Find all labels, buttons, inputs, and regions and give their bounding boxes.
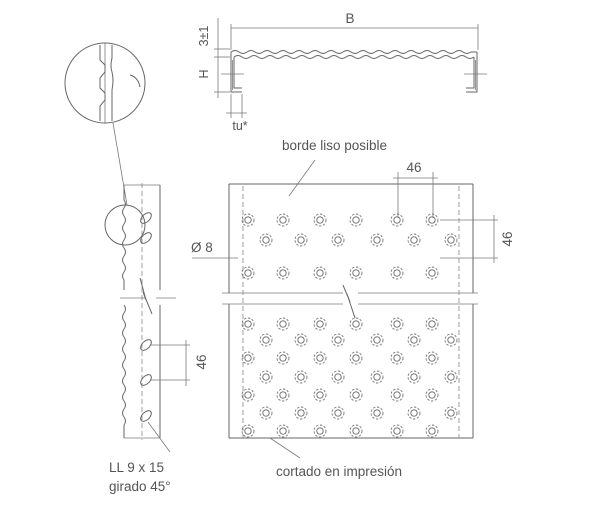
perforation-hole [259,333,273,347]
perforation-hole [349,317,363,331]
perforation-hole [444,233,458,247]
perforation-hole [259,233,273,247]
perforation-hole [444,333,458,347]
perforation-hole [444,370,458,384]
dim-label-pitch-side: 46 [194,354,209,369]
perforation-hole [276,317,290,331]
perforation-hole [259,370,273,384]
perforation-hole [349,424,363,438]
perforation-hole [444,406,458,420]
smooth-edge-leader [288,159,316,197]
perforation-hole [390,351,404,365]
side-slot [140,339,152,351]
perforation-hole [370,406,384,420]
perforation-hole [241,388,255,402]
slot-label-line1: LL 9 x 15 [109,460,164,475]
perforation-hole [313,424,327,438]
perforation-hole [370,333,384,347]
cut-leader [269,437,301,459]
perforation-hole [370,233,384,247]
perforation-hole [313,317,327,331]
perforation-hole [370,370,384,384]
perforation-hole [241,351,255,365]
section-profile-top [230,50,477,54]
perforation-hole [425,351,439,365]
diameter-label: Ø 8 [191,240,213,255]
perforation-hole [349,388,363,402]
perforation-hole [276,424,290,438]
perforation-hole [425,317,439,331]
side-view: 46 LL 9 x 15 girado 45° [109,183,209,494]
perforation-hole [294,370,308,384]
detail-leader [112,122,128,206]
perforation-hole [313,213,327,227]
dim-label-thickness: tu* [232,119,247,133]
dim-label-h: H [197,69,211,78]
side-slot [140,410,152,422]
dim-label-pitch-v: 46 [500,231,515,246]
perforation-hole [294,233,308,247]
perforation-hole [331,406,345,420]
dim-label-corrugation: 3±1 [197,26,211,47]
perforation-hole [331,233,345,247]
slot-label-line2: girado 45° [109,479,171,494]
perforation-hole [407,233,421,247]
slot-leader [147,421,171,453]
perforation-hole [425,266,439,280]
perforation-hole [313,266,327,280]
perforation-hole [407,406,421,420]
perforation-hole [407,333,421,347]
perforation-hole [313,351,327,365]
perforation-hole [259,406,273,420]
section-right-leg [466,52,478,93]
cross-section: B 3±1 H tu* [197,11,487,133]
perforation-hole [425,424,439,438]
perforation-hole [294,333,308,347]
perforation-hole [241,213,255,227]
perforation-hole [425,388,439,402]
perforation-hole [276,351,290,365]
perforation-hole [241,317,255,331]
dim-label-b: B [345,11,354,26]
side-slot [140,232,152,244]
perforation-hole [313,388,327,402]
side-slot [140,374,152,386]
perforation-hole [276,266,290,280]
perforation-hole [349,213,363,227]
perforation-hole [276,388,290,402]
perforation-hole [294,406,308,420]
perforation-hole [331,370,345,384]
perforation-hole [241,424,255,438]
dim-label-pitch-h: 46 [406,160,421,175]
perforation-hole [407,370,421,384]
smooth-edge-label: borde liso posible [282,138,387,153]
perforation-hole [390,213,404,227]
perforation-hole [241,266,255,280]
perforation-hole [390,424,404,438]
section-profile-bottom [233,55,475,59]
perforation-hole [276,213,290,227]
plan-view: 46 46 Ø 8 borde liso posible cortado en … [191,138,515,479]
perforation-hole [425,213,439,227]
cut-label: cortado en impresión [276,464,402,479]
perforation-hole [390,266,404,280]
perforation-hole [349,351,363,365]
perforation-hole [390,317,404,331]
section-left-leg [230,52,242,93]
perforation-hole [349,266,363,280]
perforation-hole [331,333,345,347]
perforation-hole [390,388,404,402]
detail-magnifier [64,42,146,246]
side-slot [140,212,152,224]
